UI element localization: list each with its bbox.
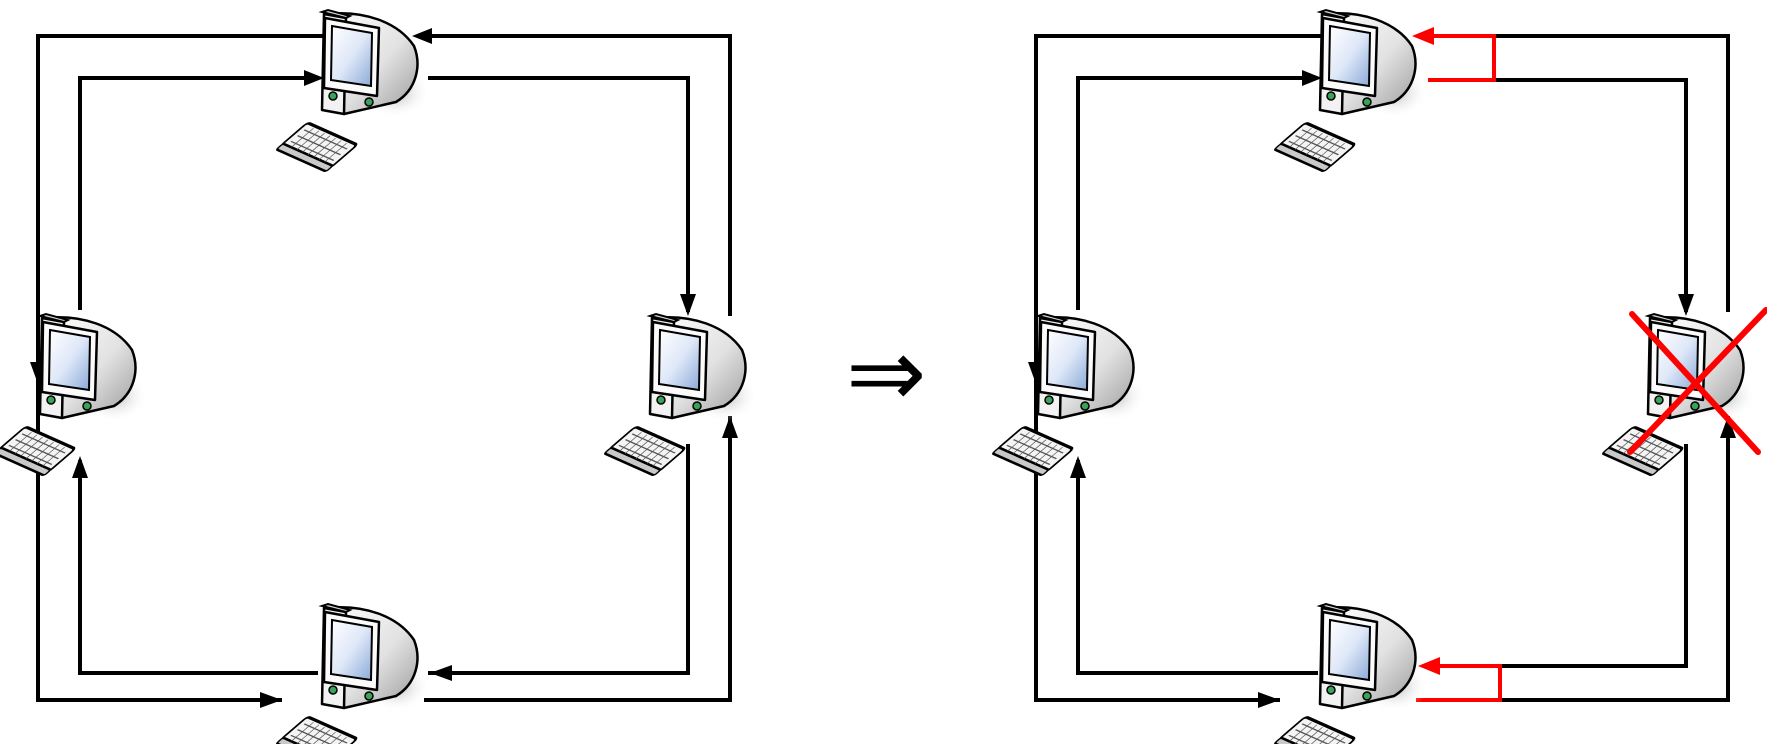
arrow-head-icon <box>1302 70 1322 86</box>
inner-ring-line <box>428 76 690 312</box>
arrow-head-icon <box>1258 692 1280 708</box>
arrow-head-icon <box>72 456 88 478</box>
inner-ring-line <box>78 460 318 675</box>
loopback-arrow-head-icon <box>1412 27 1434 45</box>
arrow-head-icon <box>412 28 432 44</box>
inner-ring-line <box>1500 444 1688 668</box>
loopback-arrow-icon <box>1416 664 1502 702</box>
left-ring-normal <box>0 8 760 744</box>
right-ring-failover <box>991 8 1767 744</box>
arrow-head-icon <box>260 692 282 708</box>
failure-x-icon <box>1627 307 1767 455</box>
loopback-arrow-head-icon <box>1418 657 1440 675</box>
outer-ring-line <box>424 34 732 316</box>
outer-ring-line <box>1500 416 1730 702</box>
computer-terminal-icon <box>991 312 1148 477</box>
arrow-head-icon <box>304 70 324 86</box>
outer-ring-line <box>1494 34 1730 312</box>
inner-ring-line <box>1076 76 1312 310</box>
inner-ring-line <box>428 444 690 675</box>
arrow-head-icon <box>722 416 738 438</box>
inner-ring-line <box>78 76 316 310</box>
arrow-head-icon <box>680 294 696 316</box>
computer-terminal-icon <box>1601 312 1758 477</box>
arrow-head-icon <box>1720 416 1736 438</box>
inner-ring-line <box>1076 460 1318 675</box>
arrow-head-icon <box>1678 294 1694 316</box>
outer-ring-line <box>424 416 732 702</box>
inner-ring-line <box>1494 78 1688 312</box>
computer-terminal-icon <box>0 312 150 477</box>
implies-arrow: ⇒ <box>846 317 926 429</box>
loopback-arrow-icon <box>1428 34 1496 82</box>
computer-terminal-icon <box>603 312 760 477</box>
arrow-head-icon <box>1070 456 1086 478</box>
arrow-head-icon <box>430 665 452 681</box>
